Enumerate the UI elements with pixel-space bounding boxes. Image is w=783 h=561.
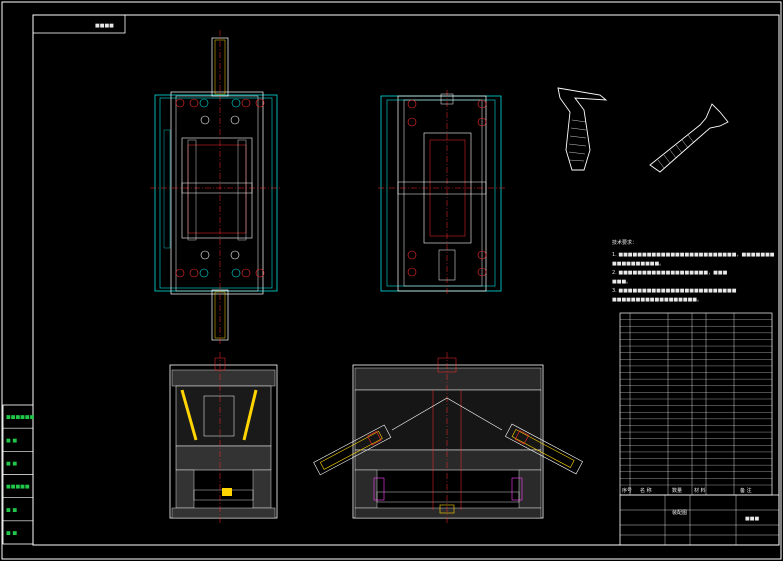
- product-view-angled: [649, 103, 729, 173]
- section-view-side: [169, 352, 278, 525]
- header-qty: 数量: [672, 487, 682, 494]
- notes-line-4: ■■■。: [612, 279, 631, 285]
- top-clamp-plate: [171, 369, 276, 387]
- header-material: 材 料: [694, 487, 706, 494]
- screw-hole: [477, 99, 487, 109]
- side-panel-label: ■■■■■: [6, 484, 30, 490]
- screw-hole: [231, 268, 241, 278]
- screw-hole: [230, 115, 240, 125]
- screw-hole: [200, 115, 210, 125]
- screw-hole: [407, 117, 417, 127]
- top-tag-box: ■■■■: [32, 14, 126, 34]
- screw-hole: [199, 98, 209, 108]
- section-view-front: [313, 352, 584, 525]
- screw-hole: [477, 267, 487, 277]
- notes-line-6: ■■■■■■■■■■■■■■■■■■。: [612, 297, 702, 303]
- screw-hole: [407, 267, 417, 277]
- screw-hole: [255, 98, 265, 108]
- header-remarks: 备 注: [740, 487, 752, 494]
- header-index: 序号: [622, 487, 632, 494]
- side-panel-label: ■ ■: [6, 507, 17, 513]
- technical-notes: 技术要求： 1. ■■■■■■■■■■■■■■■■■■■■■■■■■，■■■■■…: [612, 239, 775, 303]
- screw-hole: [407, 250, 417, 260]
- screw-hole: [189, 268, 199, 278]
- notes-line-1: 1. ■■■■■■■■■■■■■■■■■■■■■■■■■，■■■■■■■: [612, 252, 775, 258]
- screw-hole: [175, 98, 185, 108]
- inner-frame: [32, 14, 780, 546]
- screw-hole: [200, 250, 210, 260]
- parts-table: 序号 名 称 数量 材 料 备 注: [619, 312, 773, 496]
- notes-line-2: ■■■■■■■■■■。: [612, 261, 664, 267]
- notes-heading: 技术要求：: [612, 239, 637, 246]
- screw-hole: [231, 98, 241, 108]
- screw-hole: [241, 98, 251, 108]
- right-angled-slide: [504, 423, 584, 475]
- screw-hole: [241, 268, 251, 278]
- screw-hole: [407, 99, 417, 109]
- screw-hole: [230, 250, 240, 260]
- screw-hole: [189, 98, 199, 108]
- drawing-name: 装配图: [672, 509, 687, 516]
- screw-hole: [477, 117, 487, 127]
- side-panel-label: ■ ■: [6, 530, 17, 536]
- screw-hole: [477, 250, 487, 260]
- left-angled-slide: [313, 424, 392, 476]
- side-panel-cell: [2, 520, 34, 545]
- screw-hole: [175, 268, 185, 278]
- top-tag-text: ■■■■: [95, 23, 114, 29]
- parts-table-header: 序号 名 称 数量 材 料 备 注: [622, 487, 752, 494]
- side-panel-label: ■ ■: [6, 461, 17, 467]
- screw-hole: [199, 268, 209, 278]
- product-view-front: [557, 87, 608, 171]
- plan-view-moving-half: [150, 30, 282, 345]
- side-panel-label: ■■■■■■: [6, 415, 35, 421]
- notes-line-3: 2. ■■■■■■■■■■■■■■■■■■■，■■■: [612, 270, 728, 276]
- company-name: ■■■: [745, 516, 759, 522]
- header-name: 名 称: [640, 487, 652, 494]
- plan-view-fixed-half: [378, 90, 505, 295]
- notes-line-5: 3. ■■■■■■■■■■■■■■■■■■■■■■■■■: [612, 288, 737, 294]
- main-title-block: 装配图 ■■■: [619, 494, 780, 546]
- side-panel-label: ■ ■: [6, 438, 17, 444]
- left-side-panel: ■■■■■■ ■ ■ ■ ■ ■■■■■ ■ ■ ■ ■: [2, 404, 35, 545]
- screw-hole: [255, 268, 265, 278]
